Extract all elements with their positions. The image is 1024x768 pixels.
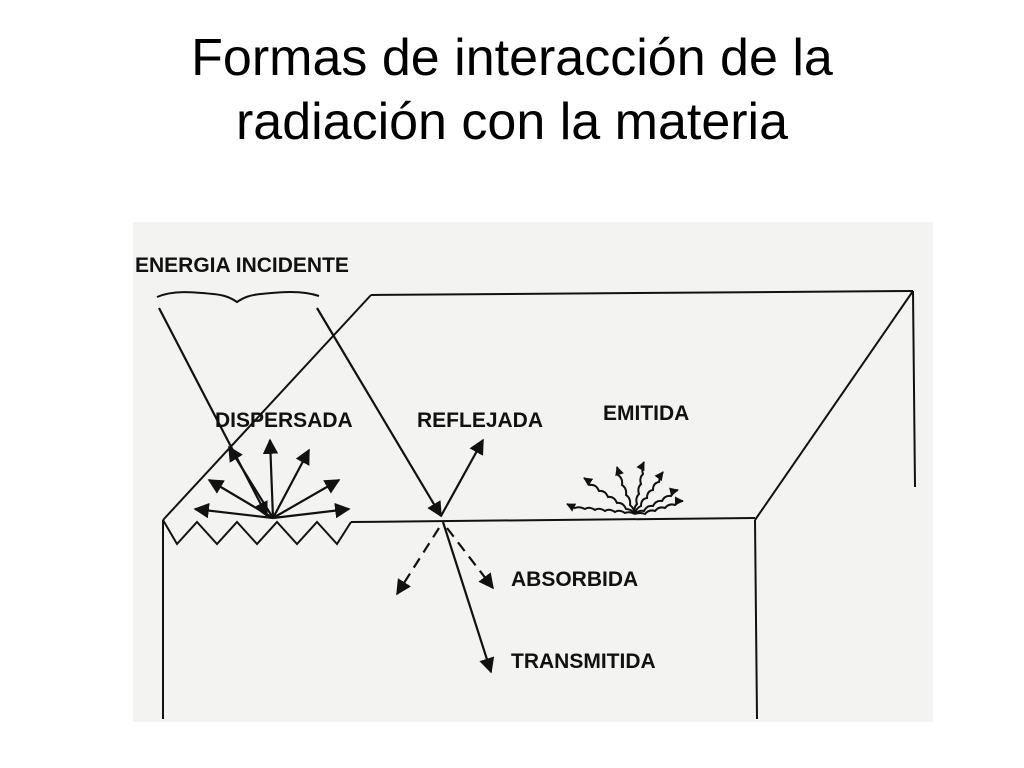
label-reflected: REFLEJADA <box>417 409 543 432</box>
slide-title: Formas de interacción de la radiación co… <box>0 26 1024 154</box>
transmitted-ray <box>441 521 495 674</box>
label-transmitted: TRANSMITIDA <box>511 650 656 673</box>
incident-brace <box>156 291 320 304</box>
scan-background <box>133 222 933 722</box>
title-line-2: radiación con la materia <box>235 93 789 151</box>
radiation-interaction-diagram: ENERGIA INCIDENTE DISPERSADA REFLEJADA E… <box>133 222 933 722</box>
absorbed-rays <box>396 527 494 596</box>
reflected-ray <box>440 438 484 517</box>
title-line-1: Formas de interacción de la <box>191 29 833 87</box>
material-block <box>162 290 916 720</box>
label-absorbed: ABSORBIDA <box>511 568 638 591</box>
label-incident-energy: ENERGIA INCIDENTE <box>135 254 349 277</box>
label-emitted: EMITIDA <box>603 402 689 425</box>
rough-surface-zigzag <box>162 519 352 546</box>
label-scattered: DISPERSADA <box>215 409 353 432</box>
scattered-rays <box>193 438 351 520</box>
emitted-rays <box>566 461 684 516</box>
